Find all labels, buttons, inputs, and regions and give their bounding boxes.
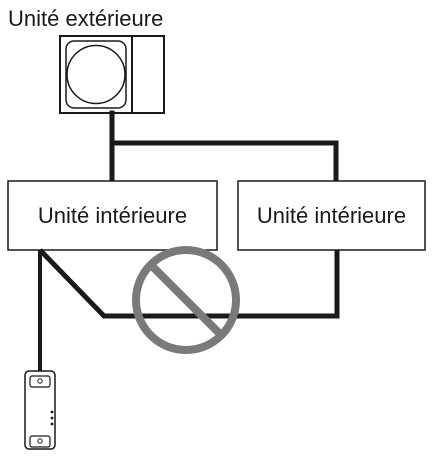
indoor-unit-1-label: Unité intérieure xyxy=(37,202,188,228)
indoor-unit-2 xyxy=(237,180,426,251)
indoor-unit-2-label: Unité intérieure xyxy=(256,202,407,228)
wired-remote-controller-icon xyxy=(24,370,56,450)
outdoor-unit-icon xyxy=(59,35,165,114)
outdoor-unit-label: Unité extérieure xyxy=(8,6,164,31)
indoor-unit-1 xyxy=(7,180,218,251)
prohibited-icon xyxy=(132,246,240,354)
interconnection-wiring xyxy=(109,110,339,184)
prohibited-wiring xyxy=(38,248,340,319)
